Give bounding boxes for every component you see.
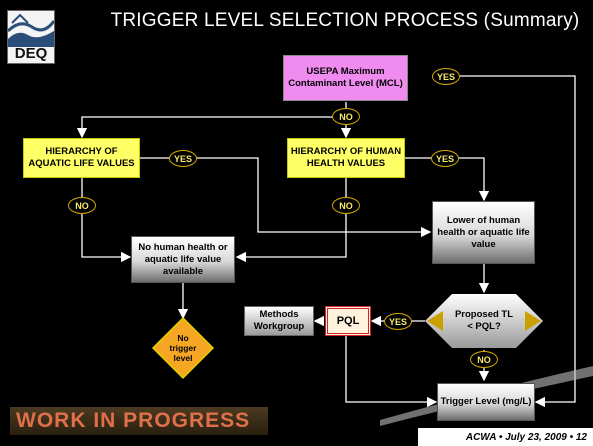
landscape-icon	[6, 13, 56, 47]
pql-box: PQL	[325, 306, 371, 336]
mcl-box: USEPA Maximum Contaminant Level (MCL)	[283, 55, 408, 101]
no-value-box: No human health or aquatic life value av…	[131, 236, 235, 283]
proposed-diamond-shape	[425, 294, 543, 348]
no-trigger-label: No trigger level	[169, 333, 197, 363]
no-label-mcl: NO	[332, 108, 360, 125]
aquatic-hierarchy-box: HIERARCHY OF AQUATIC LIFE VALUES	[23, 138, 140, 178]
methods-workgroup-box: Methods Workgroup	[244, 306, 314, 336]
proposed-tl-label: Proposed TL < PQL?	[454, 309, 514, 332]
lower-value-box: Lower of human health or aquatic life va…	[432, 201, 535, 264]
connector-split-aquatic	[76, 116, 346, 139]
connector-aquatic-no	[81, 178, 132, 263]
no-label-human: NO	[332, 197, 360, 214]
no-label-aquatic: NO	[68, 197, 96, 214]
page-title: TRIGGER LEVEL SELECTION PROCESS (Summary…	[110, 10, 580, 31]
footer-caption: ACWA • July 23, 2009 • 12	[418, 428, 593, 446]
yes-label-aquatic: YES	[169, 150, 197, 167]
no-trigger-diamond-shape	[151, 316, 215, 380]
logo-text: DEQ	[14, 45, 48, 62]
human-hierarchy-box: HIERARCHY OF HUMAN HEALTH VALUES	[287, 138, 405, 178]
yes-label-proposed: YES	[384, 313, 412, 330]
no-label-proposed: NO	[470, 351, 498, 368]
yes-label-human: YES	[431, 150, 459, 167]
connector-aquatic-yes	[140, 157, 432, 238]
yes-label-mcl: YES	[432, 68, 460, 85]
connector-pql-trigger	[345, 336, 438, 408]
connector-mcl-yes	[432, 75, 576, 408]
work-in-progress-banner: WORK IN PROGRESS	[10, 407, 268, 435]
connector-human-no	[235, 178, 347, 263]
trigger-level-box: Trigger Level (mg/L)	[437, 383, 535, 421]
deq-logo: DEQ	[6, 10, 56, 64]
